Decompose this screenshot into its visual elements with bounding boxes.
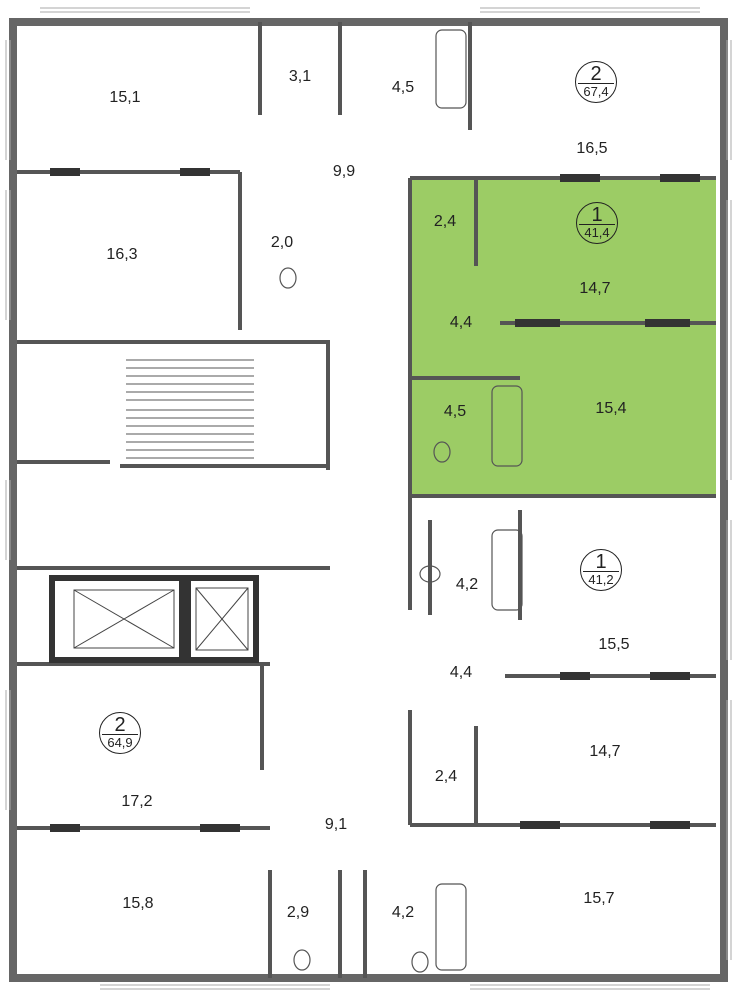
room-area-label: 15,1 (109, 89, 141, 106)
highlighted-apartment[interactable] (410, 178, 716, 496)
room-area-label: 15,4 (595, 400, 627, 417)
badge-divider (578, 83, 614, 84)
room-area-label: 3,1 (288, 68, 312, 85)
apartment-room-count: 2 (590, 63, 602, 85)
apartment-total-area: 41,4 (584, 225, 610, 240)
room-area-label: 2,4 (433, 213, 457, 230)
room-area-label: 4,5 (443, 403, 467, 420)
apartment-badge[interactable]: 1 41,2 (580, 549, 622, 591)
room-area-label: 4,5 (391, 79, 415, 96)
room-area-label: 2,0 (270, 234, 294, 251)
room-area-label: 14,7 (589, 743, 621, 760)
room-area-label: 2,4 (434, 768, 458, 785)
badge-divider (583, 571, 619, 572)
room-area-label: 15,5 (598, 636, 630, 653)
room-area-label: 4,2 (391, 904, 415, 921)
apartment-room-count: 2 (114, 714, 126, 736)
apartment-room-count: 1 (595, 551, 607, 573)
room-area-label: 16,5 (576, 140, 608, 157)
badge-divider (579, 224, 615, 225)
room-area-label: 16,3 (106, 246, 138, 263)
apartment-total-area: 67,4 (583, 84, 609, 99)
apartment-badge[interactable]: 2 67,4 (575, 61, 617, 103)
room-area-label: 4,2 (455, 576, 479, 593)
room-area-label: 9,1 (324, 816, 348, 833)
room-area-label: 14,7 (579, 280, 611, 297)
apartment-total-area: 41,2 (588, 572, 614, 587)
apartment-badge[interactable]: 2 64,9 (99, 712, 141, 754)
apartment-room-count: 1 (591, 204, 603, 226)
room-area-label: 4,4 (449, 314, 473, 331)
apartment-badge[interactable]: 1 41,4 (576, 202, 618, 244)
room-area-label: 15,8 (122, 895, 154, 912)
room-area-label: 2,9 (286, 904, 310, 921)
badge-divider (102, 734, 138, 735)
room-area-label: 4,4 (449, 664, 473, 681)
apartment-total-area: 64,9 (107, 735, 133, 750)
room-area-label: 17,2 (121, 793, 153, 810)
room-area-label: 9,9 (332, 163, 356, 180)
room-area-label: 15,7 (583, 890, 615, 907)
